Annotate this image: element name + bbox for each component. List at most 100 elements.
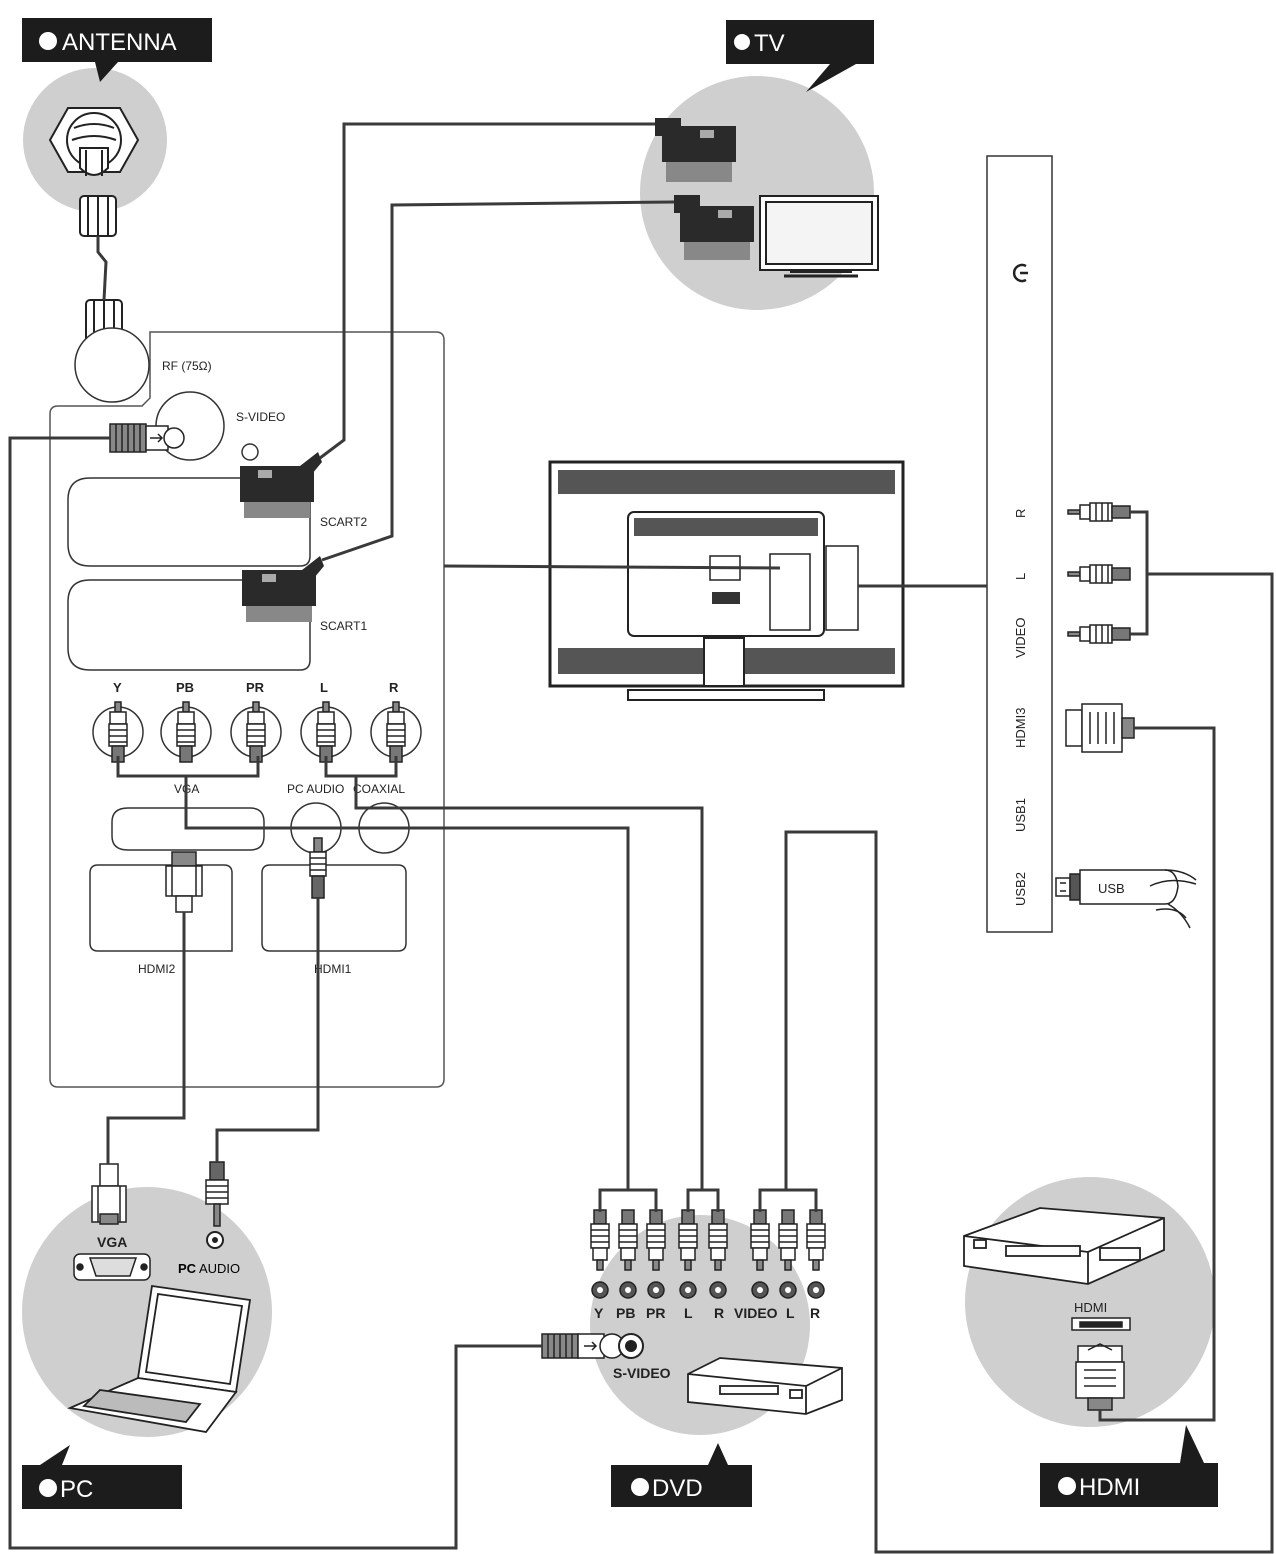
- hdmi-port-icon: [1071, 1317, 1131, 1331]
- hdmi2-outline: [89, 864, 233, 952]
- svideo-label: S-VIDEO: [236, 410, 285, 424]
- dvd-rca-plug-icon: [590, 1209, 610, 1271]
- side-usb1-label: USB1: [1013, 798, 1028, 832]
- pc-callout: PC: [22, 1445, 182, 1509]
- side-rca-plug-icon: [1067, 502, 1131, 522]
- vga-port-outline: [111, 807, 265, 851]
- side-hdmi3-label: HDMI3: [1013, 708, 1028, 748]
- side-av-cable: [784, 572, 1274, 1554]
- tv-callout: TV: [726, 20, 874, 92]
- rf-port-circle: [74, 327, 150, 403]
- pc-callout-label: PC: [60, 1476, 93, 1503]
- hdmi-device-plug-icon: [1075, 1343, 1125, 1411]
- component-cable: [184, 776, 630, 1190]
- tv-scart-plug-1-icon: [655, 118, 736, 182]
- scart1-label: SCART1: [320, 619, 367, 633]
- scart1-plug-icon: [242, 556, 324, 622]
- component-bridge: [116, 756, 260, 778]
- dvd-rca-plug-icon: [806, 1209, 826, 1271]
- vga-cable: [106, 912, 186, 1164]
- jack-label-r: R: [389, 680, 399, 695]
- side-rca-plugs: [1067, 502, 1131, 644]
- dvd-rca-plug-icon: [778, 1209, 798, 1271]
- scart2-cable: [319, 122, 655, 460]
- panel-rca-plug-icon: [108, 701, 128, 763]
- antenna-cable: [96, 236, 108, 301]
- dvd-jack-center: [785, 1287, 791, 1293]
- antenna-callout-label: ANTENNA: [62, 29, 177, 56]
- dvd-jack-center: [685, 1287, 691, 1293]
- dvd-jack-center: [813, 1287, 819, 1293]
- dvd-rca-plug-icon: [708, 1209, 728, 1271]
- svideo-cable: [8, 436, 542, 1550]
- dvd-svideo-plug-icon: [541, 1333, 625, 1359]
- dvd-rca-plug-icon: [646, 1209, 666, 1271]
- antenna-plug-icon: [79, 195, 123, 343]
- hdmi-callout-label: HDMI: [1079, 1474, 1140, 1501]
- dvd-jack-label: L: [786, 1305, 795, 1321]
- dvd-jack-label: PB: [616, 1305, 635, 1321]
- rear-panel-outline: [49, 331, 445, 1088]
- dvd-jack-center: [625, 1287, 631, 1293]
- side-rca-plug-icon: [1067, 564, 1131, 584]
- tv-callout-label: TV: [754, 30, 785, 57]
- jack-label-l: L: [320, 680, 328, 695]
- dvd-jack-label: R: [714, 1305, 724, 1321]
- hdmi1-label: HDMI1: [314, 962, 352, 976]
- dvd-lr-bridge: [686, 1188, 720, 1212]
- dvd-jack-center: [715, 1287, 721, 1293]
- dvd-svideo-label: S-VIDEO: [613, 1365, 671, 1381]
- dvd-callout: DVD: [611, 1443, 752, 1507]
- side-video-label: VIDEO: [1013, 618, 1028, 658]
- dvd-jack-label: Y: [594, 1305, 604, 1321]
- power-icon: [1012, 263, 1028, 283]
- hdmi-device-label: HDMI: [1074, 1300, 1107, 1315]
- jack-label-y: Y: [113, 680, 122, 695]
- jack-label-pr: PR: [246, 680, 265, 695]
- scart2-label: SCART2: [320, 515, 367, 529]
- dvd-rca-plug-icon: [618, 1209, 638, 1271]
- dvd-player-icon: [687, 1357, 843, 1415]
- vga-plug-icon: [165, 851, 203, 913]
- dvd-jack-center: [653, 1287, 659, 1293]
- panel-rca-plugs: [92, 701, 422, 763]
- dvd-jack-label: PR: [646, 1305, 665, 1321]
- rear-to-tv-line: [443, 564, 781, 570]
- dvd-rca-plugs: [590, 1209, 826, 1271]
- panel-rca-plug-icon: [176, 701, 196, 763]
- antenna-socket-icon: [48, 107, 140, 176]
- dvd-rca-plug-icon: [678, 1209, 698, 1271]
- component-jacks: Y PB PR L R: [113, 680, 399, 695]
- hdmi2-label: HDMI2: [138, 962, 176, 976]
- side-rca-plug-icon: [1067, 624, 1131, 644]
- dvd-jack-label: VIDEO: [734, 1305, 778, 1321]
- dvd-ypbpr-bridge: [598, 1188, 658, 1212]
- pc-vga-port-icon: [73, 1253, 151, 1281]
- cables: [8, 122, 1274, 1554]
- dvd-jack-label: L: [684, 1305, 693, 1321]
- rf-label: RF (75Ω): [162, 359, 212, 373]
- panel-rca-plug-icon: [246, 701, 266, 763]
- side-l-label: L: [1013, 573, 1028, 580]
- side-panel-outline: [986, 155, 1053, 933]
- jack-label-pb: PB: [176, 680, 194, 695]
- pc-vga-plug-icon: [91, 1163, 127, 1225]
- panel-rca-plug-icon: [386, 701, 406, 763]
- dvd-video-bridge: [758, 1188, 818, 1212]
- pc-audio-jack-label: PC AUDIO: [178, 1261, 240, 1276]
- coaxial-label: COAXIAL: [353, 782, 405, 796]
- pc-audio-plug-2-icon: [205, 1161, 229, 1227]
- scart1-cable: [321, 200, 675, 562]
- hdmi-player-icon: [963, 1207, 1165, 1285]
- dvd-callout-label: DVD: [652, 1475, 703, 1502]
- tv-scart-plug-2-icon: [674, 195, 754, 260]
- small-port-circle: [241, 443, 259, 461]
- laptop-icon: [66, 1284, 252, 1433]
- tv-set-icon: [759, 195, 879, 278]
- pc-audio-label: PC AUDIO: [287, 782, 344, 796]
- side-hdmi-plug-icon: [1065, 703, 1135, 753]
- hdmi1-outline: [261, 864, 407, 952]
- usb-stick-label: USB: [1098, 881, 1125, 896]
